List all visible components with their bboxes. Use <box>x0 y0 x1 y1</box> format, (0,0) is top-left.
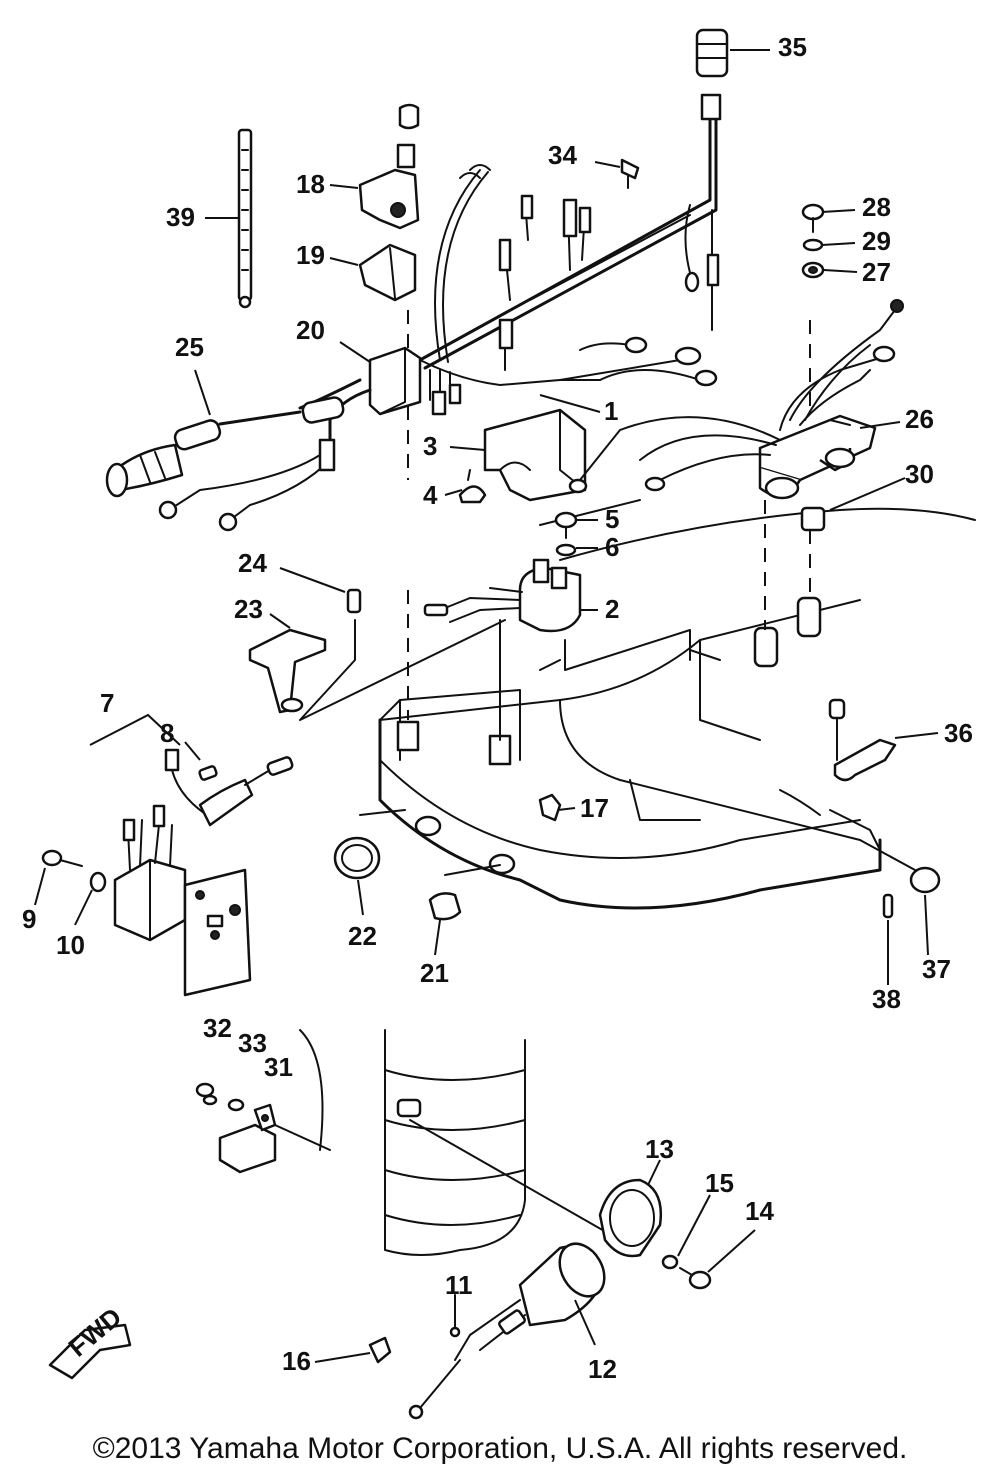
callout-6: 6 <box>605 532 619 562</box>
callout-24: 24 <box>238 548 267 578</box>
fwd-arrow: FWD <box>48 1302 132 1380</box>
callout-34: 34 <box>548 140 577 170</box>
callout-32: 32 <box>203 1013 232 1043</box>
part-39-band <box>237 128 253 309</box>
callout-12: 12 <box>588 1354 617 1384</box>
part-9-screw <box>41 849 83 867</box>
callout-22: 22 <box>348 921 377 951</box>
callout-20: 20 <box>296 315 325 345</box>
part-37-cap <box>909 866 941 894</box>
parts-diagram: FWD <box>22 28 976 1420</box>
part-28-screw <box>801 203 825 233</box>
callout-39: 39 <box>166 202 195 232</box>
callout-18: 18 <box>296 169 325 199</box>
callout-10: 10 <box>56 930 85 960</box>
part-18-bracket <box>358 103 420 230</box>
callout-30: 30 <box>905 459 934 489</box>
part-23-bracket <box>248 628 327 714</box>
bottom-cowling <box>378 507 976 910</box>
callout-27: 27 <box>862 257 891 287</box>
part-27-nut <box>801 261 825 279</box>
part-12-starter-motor <box>408 1242 606 1420</box>
callout-35: 35 <box>778 32 807 62</box>
callout-14: 14 <box>745 1196 774 1226</box>
part-24-bolt <box>346 588 362 614</box>
leader-lines <box>34 49 939 1363</box>
callout-26: 26 <box>905 404 934 434</box>
part-20-grommet <box>368 346 422 416</box>
callout-17: 17 <box>580 793 609 823</box>
callout-labels: 35 34 28 29 27 18 39 19 25 20 1 26 3 30 … <box>22 32 973 1384</box>
callout-3: 3 <box>423 431 437 461</box>
callout-8: 8 <box>160 718 174 748</box>
part-35-cap <box>695 28 729 78</box>
part-21-grommet <box>428 892 462 921</box>
callout-1: 1 <box>604 396 618 426</box>
callout-11: 11 <box>445 1270 473 1300</box>
part-5-bolt <box>554 511 578 539</box>
part-15-washer <box>661 1254 679 1270</box>
part-4-clamp <box>458 469 487 504</box>
part-8-resistor <box>198 765 218 781</box>
lower-casing <box>299 1029 526 1256</box>
part-25-switch-cable <box>105 378 372 532</box>
callout-16: 16 <box>282 1346 311 1376</box>
part-2-relay <box>423 558 582 633</box>
part-33-washer <box>227 1098 245 1112</box>
callout-13: 13 <box>645 1134 674 1164</box>
callout-25: 25 <box>175 332 204 362</box>
callout-36: 36 <box>944 718 973 748</box>
part-19-holder <box>358 243 417 302</box>
part-16-clip <box>368 1336 392 1364</box>
callout-15: 15 <box>705 1168 734 1198</box>
callout-7: 7 <box>100 688 114 718</box>
callout-19: 19 <box>296 240 325 270</box>
callout-37: 37 <box>922 954 951 984</box>
part-22-grommet <box>333 836 381 880</box>
callout-4: 4 <box>423 480 438 510</box>
part-30-collar <box>800 506 826 532</box>
part-31-switch <box>218 1103 277 1174</box>
part-3-cover <box>483 408 587 502</box>
part-11-pin <box>449 1294 461 1338</box>
callout-31: 31 <box>264 1052 293 1082</box>
part-6-washer <box>555 543 577 557</box>
callout-9: 9 <box>22 904 36 934</box>
callout-2: 2 <box>605 594 619 624</box>
part-17-clip <box>538 793 562 822</box>
part-14-bolt <box>679 1267 712 1290</box>
assembly-lines <box>274 310 916 1241</box>
callout-38: 38 <box>872 984 901 1014</box>
callout-21: 21 <box>420 958 449 988</box>
part-29-washer <box>802 238 824 252</box>
callout-23: 23 <box>234 594 263 624</box>
part-36-clamp <box>828 698 897 782</box>
callout-5: 5 <box>605 504 619 534</box>
part-1-wire-harness <box>418 93 722 416</box>
copyright-notice: ©2013 Yamaha Motor Corporation, U.S.A. A… <box>92 1432 908 1465</box>
part-10-washer <box>89 871 107 893</box>
part-32-screw <box>195 1082 218 1106</box>
part-13-bracket <box>598 1178 663 1258</box>
part-38-pin <box>882 893 894 919</box>
part-34-clip <box>620 158 640 189</box>
callout-29: 29 <box>862 226 891 256</box>
part-26-assembly <box>568 299 904 500</box>
part-7-cdi-unit <box>113 748 294 997</box>
callout-33: 33 <box>238 1028 267 1058</box>
callout-28: 28 <box>862 192 891 222</box>
